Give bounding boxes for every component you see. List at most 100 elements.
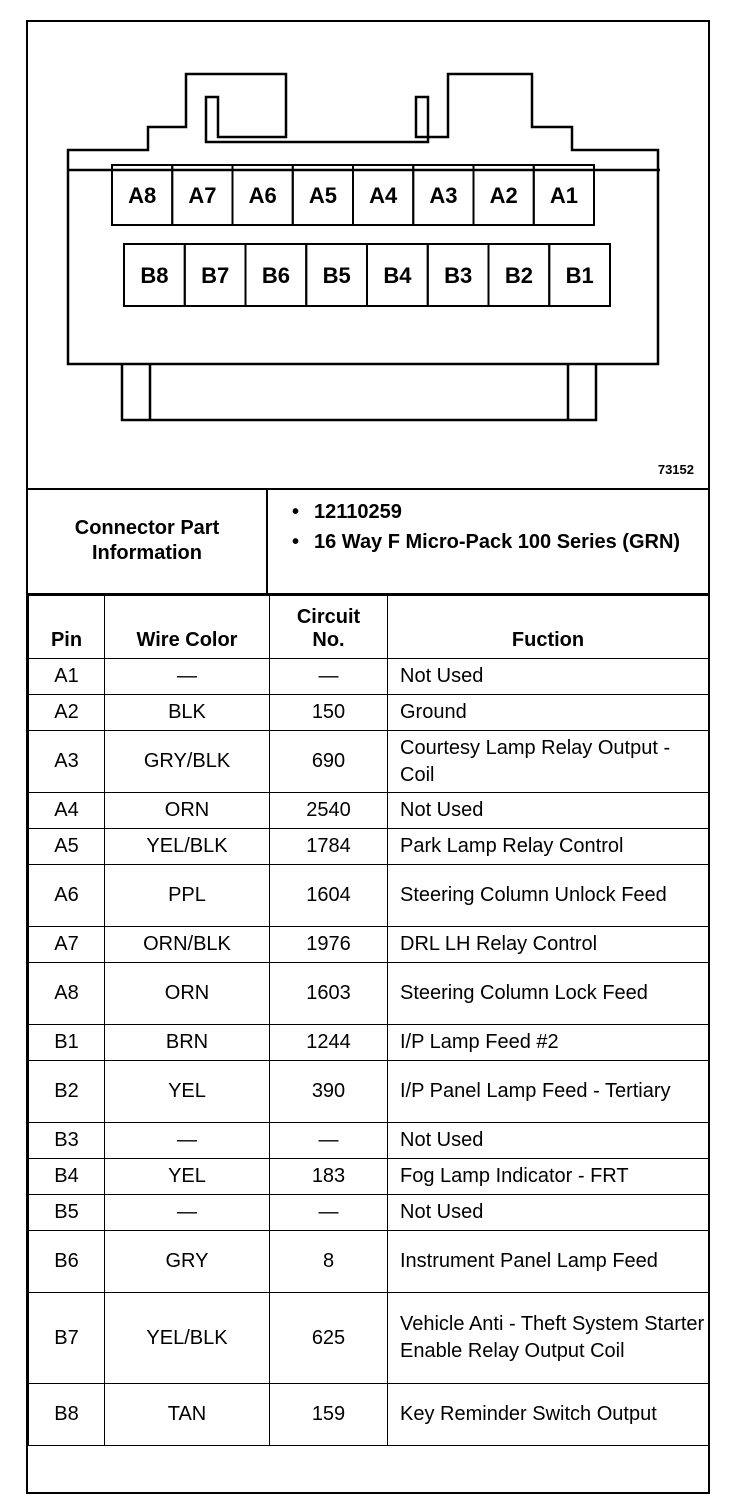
function-cell: Key Reminder Switch Output: [387, 1383, 709, 1446]
header-function: Fuction: [387, 595, 709, 659]
pin-cell: B4: [28, 1158, 105, 1195]
pin-cell: A5: [28, 828, 105, 865]
function-cell: Steering Column Unlock Feed: [387, 864, 709, 927]
circuit-cell: —: [269, 658, 388, 695]
table-row: B3——Not Used: [28, 1122, 709, 1159]
part-number: 12110259: [314, 501, 402, 523]
pin-label-b1: B1: [566, 263, 594, 288]
pin-label-b8: B8: [140, 263, 168, 288]
wire-color-cell: YEL: [104, 1060, 270, 1123]
pin-cell: B6: [28, 1230, 105, 1293]
circuit-cell: 1976: [269, 926, 388, 963]
wire-color-cell: TAN: [104, 1383, 270, 1446]
function-cell: Fog Lamp Indicator - FRT: [387, 1158, 709, 1195]
wire-color-cell: —: [104, 1122, 270, 1159]
wire-color-cell: ORN/BLK: [104, 926, 270, 963]
wire-color-cell: BLK: [104, 694, 270, 731]
pin-label-a4: A4: [369, 183, 398, 208]
circuit-cell: 183: [269, 1158, 388, 1195]
pin-label-a7: A7: [188, 183, 216, 208]
pin-label-a2: A2: [490, 183, 518, 208]
circuit-cell: —: [269, 1194, 388, 1231]
pin-cell: A1: [28, 658, 105, 695]
function-cell: Courtesy Lamp Relay Output - Coil: [387, 730, 709, 793]
bullet-icon: •: [292, 531, 300, 553]
pin-label-b3: B3: [444, 263, 472, 288]
circuit-cell: —: [269, 1122, 388, 1159]
part-info-item: • 16 Way F Micro-Pack 100 Series (GRN): [292, 530, 708, 554]
function-cell: Ground: [387, 694, 709, 731]
pin-cell: A6: [28, 864, 105, 927]
pin-cell: A2: [28, 694, 105, 731]
pin-cell: A3: [28, 730, 105, 793]
circuit-cell: 1244: [269, 1024, 388, 1061]
function-cell: Not Used: [387, 658, 709, 695]
wire-color-cell: ORN: [104, 792, 270, 829]
bullet-icon: •: [292, 501, 300, 523]
function-cell: Not Used: [387, 1194, 709, 1231]
table-row: A1——Not Used: [28, 658, 709, 695]
header-wire-color: Wire Color: [104, 595, 270, 659]
pin-cell: A4: [28, 792, 105, 829]
pin-cell: B2: [28, 1060, 105, 1123]
circuit-cell: 625: [269, 1292, 388, 1384]
pin-function-table: Pin Wire Color Circuit No. Fuction A1——N…: [28, 595, 709, 1446]
connector-part-info: Connector Part Information • 12110259 • 16…: [28, 488, 708, 595]
part-info-item: • 12110259: [292, 500, 708, 524]
function-cell: Not Used: [387, 792, 709, 829]
circuit-cell: 8: [269, 1230, 388, 1293]
pin-label-b2: B2: [505, 263, 533, 288]
circuit-cell: 1784: [269, 828, 388, 865]
circuit-cell: 150: [269, 694, 388, 731]
pin-cell: B8: [28, 1383, 105, 1446]
wire-color-cell: PPL: [104, 864, 270, 927]
function-cell: I/P Lamp Feed #2: [387, 1024, 709, 1061]
circuit-cell: 1604: [269, 864, 388, 927]
figure-number: 73152: [657, 462, 694, 477]
pin-label-b6: B6: [262, 263, 290, 288]
circuit-cell: 390: [269, 1060, 388, 1123]
function-cell: DRL LH Relay Control: [387, 926, 709, 963]
wire-color-cell: YEL/BLK: [104, 828, 270, 865]
circuit-cell: 690: [269, 730, 388, 793]
table-row: B5——Not Used: [28, 1194, 709, 1231]
circuit-cell: 2540: [269, 792, 388, 829]
pin-cell: B7: [28, 1292, 105, 1384]
function-cell: Steering Column Lock Feed: [387, 962, 709, 1025]
wire-color-cell: YEL/BLK: [104, 1292, 270, 1384]
header-circuit: Circuit No.: [269, 595, 388, 659]
pin-label-a8: A8: [128, 183, 156, 208]
function-cell: Park Lamp Relay Control: [387, 828, 709, 865]
function-cell: I/P Panel Lamp Feed - Tertiary: [387, 1060, 709, 1123]
function-cell: Vehicle Anti - Theft System Starter Enab…: [387, 1292, 709, 1384]
function-cell: Not Used: [387, 1122, 709, 1159]
pin-label-b5: B5: [323, 263, 351, 288]
pin-cell: B3: [28, 1122, 105, 1159]
pin-label-a3: A3: [429, 183, 457, 208]
pin-cell: B1: [28, 1024, 105, 1061]
wire-color-cell: GRY: [104, 1230, 270, 1293]
connector-part-info-list: • 12110259 • 16 Way F Micro-Pack 100 Serie…: [268, 488, 708, 593]
pin-cell: A7: [28, 926, 105, 963]
wire-color-cell: ORN: [104, 962, 270, 1025]
circuit-cell: 159: [269, 1383, 388, 1446]
pin-cell-b1: [548, 243, 611, 307]
connector-description: 16 Way F Micro-Pack 100 Series (GRN): [314, 531, 681, 553]
connector-part-info-label: Connector Part Information: [28, 488, 268, 593]
wire-color-cell: GRY/BLK: [104, 730, 270, 793]
